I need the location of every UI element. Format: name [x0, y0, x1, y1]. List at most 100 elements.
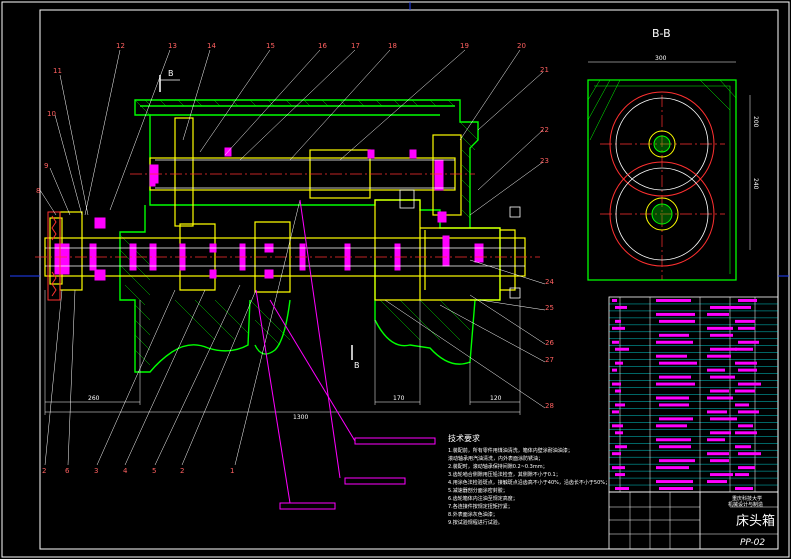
part-number: 23 [540, 157, 549, 165]
drawing-number: PP-02 [740, 538, 765, 548]
table-cell-text [656, 312, 695, 316]
table-cell-text [656, 340, 693, 344]
table-cell-text [735, 319, 755, 323]
part-number: 15 [266, 42, 275, 50]
tech-note-line: 9.按试验规程进行试验。 [448, 519, 503, 526]
part-number: 28 [545, 402, 554, 410]
part-number: 19 [460, 42, 469, 50]
tech-note-line: 5.减速器剖分面涂密封胶； [448, 487, 508, 494]
table-cell-text [735, 445, 751, 449]
table-cell-text [738, 299, 757, 302]
table-cell-text [615, 403, 625, 407]
part-number: 17 [351, 42, 360, 50]
table-cell-text [707, 480, 727, 484]
part-number: 27 [545, 356, 554, 364]
drawing-title: 床头箱 [736, 513, 775, 529]
dimension-170: 170 [393, 395, 405, 402]
table-cell-text [615, 487, 629, 490]
dimension-200: 200 [752, 116, 759, 128]
dimension-260: 260 [88, 395, 100, 402]
table-cell-text [735, 431, 757, 435]
part-number: 26 [545, 339, 554, 347]
table-cell-text [738, 410, 759, 414]
leader-lines [39, 49, 546, 466]
table-cell-text [615, 319, 621, 323]
inner-border [39, 9, 779, 550]
table-cell-text [735, 403, 749, 407]
tech-note-line: 1.装配前，所有零件用煤油清洗，箱体内壁涂耐油油漆； [448, 447, 573, 454]
title-block: 重庆科技大学 机械设计与制造 床头箱 PP-02 [608, 491, 779, 550]
table-cell-text [707, 354, 731, 358]
part-number: 6 [65, 467, 70, 475]
table-cell-text [659, 403, 689, 407]
table-cell-text [612, 326, 625, 330]
table-cell-text [615, 305, 627, 309]
dimension-300: 300 [655, 55, 667, 62]
table-cell-text [738, 340, 759, 344]
section-view-bb [587, 61, 751, 281]
tech-note-line: 6.齿轮箱体内注油至规定高度； [448, 495, 518, 502]
dimension-120: 120 [490, 395, 502, 402]
upper-shaft [149, 117, 462, 227]
school-subtitle: 机械设计与制造 [728, 501, 763, 508]
part-number: 5 [152, 467, 156, 475]
part-number: 24 [545, 278, 554, 286]
table-cell-text [656, 382, 695, 386]
tech-note-line: 2.装配时，滚动轴承保持间隙0.2~0.3mm； [448, 463, 548, 470]
part-number: 8 [36, 187, 40, 195]
part-number: 21 [540, 66, 549, 74]
table-cell-text [656, 466, 689, 470]
table-cell-text [710, 389, 729, 393]
table-cell-text [738, 452, 761, 456]
dimension-240: 240 [752, 178, 759, 190]
bearings [54, 147, 484, 281]
table-cell-text [659, 487, 693, 490]
table-cell-text [656, 354, 687, 358]
table-cell-text [735, 361, 757, 365]
table-cell-text [707, 396, 733, 400]
table-cell-text [710, 305, 735, 309]
table-cell-text [656, 438, 691, 442]
table-cell-text [735, 473, 749, 477]
table-cell-text [735, 305, 751, 309]
table-cell-text [738, 382, 761, 386]
table-cell-text [735, 487, 753, 490]
table-cell-text [615, 347, 629, 351]
table-cell-text [735, 389, 755, 393]
part-number: 2 [42, 467, 46, 475]
table-cell-text [710, 459, 729, 463]
dimension-lines [44, 290, 521, 415]
table-cell-text [710, 431, 731, 435]
table-cell-text [612, 424, 623, 428]
section-hatching [119, 99, 479, 366]
table-cell-text [615, 445, 627, 449]
part-number: 25 [545, 304, 554, 312]
section-view-label: B-B [652, 27, 671, 40]
table-cell-text [710, 473, 733, 477]
table-cell-text [659, 333, 689, 337]
table-cell-text [612, 340, 619, 344]
table-cell-text [710, 333, 733, 337]
table-cell-text [612, 410, 619, 414]
table-cell-text [707, 438, 725, 442]
detail-lines [45, 159, 525, 299]
table-cell-text [612, 452, 621, 456]
table-cell-text [659, 445, 691, 449]
table-cell-text [659, 459, 695, 463]
table-cell-text [615, 473, 625, 477]
table-cell-text [738, 466, 755, 470]
table-cell-text [656, 396, 689, 400]
section-mark-label-bottom: B [354, 361, 360, 370]
section-mark-label-top: B [168, 69, 174, 78]
table-cell-text [659, 361, 697, 365]
part-number: 22 [540, 126, 549, 134]
part-number: 16 [318, 42, 327, 50]
part-number: 4 [123, 467, 128, 475]
table-cell-text [612, 382, 621, 386]
table-cell-text [707, 410, 727, 414]
part-number: 11 [53, 67, 62, 75]
table-cell-text [707, 312, 729, 316]
school-name: 重庆科技大学 [732, 495, 762, 502]
section-mark-bottom: B [351, 345, 360, 370]
part-number: 12 [116, 42, 125, 50]
